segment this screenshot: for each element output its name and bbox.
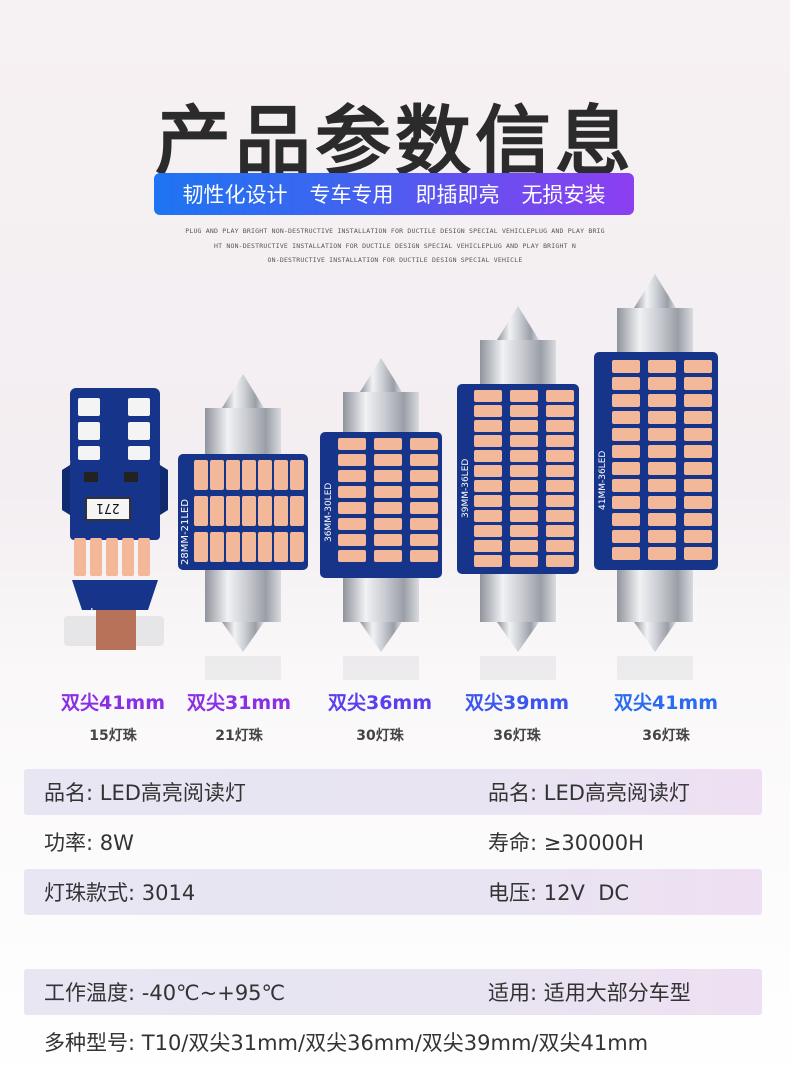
spec-applicable: 适用: 适用大部分车型 <box>488 981 691 1005</box>
festoon-41mm-pcb-label: 41MM-36LED <box>598 451 608 510</box>
subtext-line-1: PLUG AND PLAY BRIGHT NON-DESTRUCTIVE INS… <box>185 227 605 235</box>
page-title: 产品参数信息 <box>155 97 635 186</box>
bulb-led-count: 36灯珠 <box>493 728 541 744</box>
english-subtext: PLUG AND PLAY BRIGHT NON-DESTRUCTIVE INS… <box>150 224 640 268</box>
bulb-name: 双尖39mm <box>464 692 570 714</box>
subtext-line-3: ON-DESTRUCTIVE INSTALLATION FOR DUCTILE … <box>267 256 523 264</box>
spec-led-type: 灯珠款式: 3014 <box>44 881 196 905</box>
bulb-festoon-41mm: 41MM-36LED <box>594 274 718 652</box>
bulb-festoon-39mm: 39MM-36LED <box>457 306 579 652</box>
bulb-name: 双尖36mm <box>327 692 433 714</box>
spec-operating-temperature: 工作温度: -40℃~+95℃ <box>44 981 286 1005</box>
bulb-reflections <box>205 656 693 680</box>
bulb-labels: 双尖41mm 15灯珠 双尖31mm 21灯珠 双尖36mm 30灯珠 双尖39… <box>0 688 790 748</box>
banner-item-vehicle-specific: 专车专用 <box>309 183 394 207</box>
spec-voltage: 电压: 12V DC <box>488 881 630 905</box>
bulb-name: 双尖41mm <box>60 692 166 714</box>
spec-row-led-voltage: 灯珠款式: 3014 电压: 12V DC <box>24 869 762 915</box>
spec-product-name-left: 品名: LED高亮阅读灯 <box>44 781 246 805</box>
bulb-label-4: 双尖39mm 36灯珠 <box>442 688 592 745</box>
banner-item-flexible-design: 韧性化设计 <box>182 183 288 207</box>
bulb-illustrations: 271 + 28MM-21LED <box>62 274 718 680</box>
bulb-led-count: 30灯珠 <box>356 728 404 744</box>
bulb-led-count: 36灯珠 <box>642 728 690 744</box>
bulb-label-1: 双尖41mm 15灯珠 <box>38 688 188 745</box>
bulb-label-3: 双尖36mm 30灯珠 <box>305 688 455 745</box>
bulb-t10: 271 + <box>62 388 168 650</box>
festoon-36mm-pcb-label: 36MM-30LED <box>324 483 334 542</box>
feature-banner: 韧性化设计 专车专用 即插即亮 无损安装 <box>154 173 634 215</box>
spec-row-models: 多种型号: T10/双尖31mm/双尖36mm/双尖39mm/双尖41mm <box>24 1019 762 1065</box>
festoon-39mm-leds <box>474 390 574 567</box>
bulb-name: 双尖41mm <box>613 692 719 714</box>
spec-row-power-lifespan: 功率: 8W 寿命: ≥30000H <box>24 819 762 865</box>
bulb-festoon-31mm: 28MM-21LED <box>178 374 308 652</box>
svg-text:+: + <box>86 605 98 621</box>
festoon-39mm-pcb-label: 39MM-36LED <box>461 459 471 518</box>
bulb-label-2: 双尖31mm 21灯珠 <box>164 688 314 745</box>
t10-pcb-label: 271 <box>96 500 119 515</box>
bulb-label-5: 双尖41mm 36灯珠 <box>591 688 741 745</box>
festoon-41mm-leds <box>612 360 712 560</box>
spec-row-product-name: 品名: LED高亮阅读灯 品名: LED高亮阅读灯 <box>24 769 762 815</box>
spec-power: 功率: 8W <box>44 831 134 855</box>
bulb-name: 双尖31mm <box>186 692 292 714</box>
subtext-line-2: HT NON-DESTRUCTIVE INSTALLATION FOR DUCT… <box>214 241 576 250</box>
festoon-31mm-pcb-label: 28MM-21LED <box>180 499 191 565</box>
spec-row-temperature-fit: 工作温度: -40℃~+95℃ 适用: 适用大部分车型 <box>24 969 762 1015</box>
spec-product-name-right: 品名: LED高亮阅读灯 <box>488 781 690 805</box>
spec-models: 多种型号: T10/双尖31mm/双尖36mm/双尖39mm/双尖41mm <box>44 1031 649 1055</box>
spec-lifespan: 寿命: ≥30000H <box>488 831 644 855</box>
banner-item-plug-and-play: 即插即亮 <box>415 183 500 207</box>
bulb-led-count: 21灯珠 <box>215 728 263 744</box>
bulb-led-count: 15灯珠 <box>89 728 137 744</box>
banner-item-non-destructive: 无损安装 <box>521 183 606 207</box>
bulb-festoon-36mm: 36MM-30LED <box>320 358 442 652</box>
